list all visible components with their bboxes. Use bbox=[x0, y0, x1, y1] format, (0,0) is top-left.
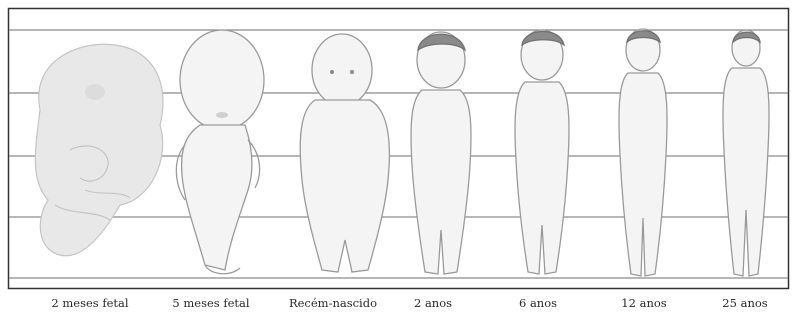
stage-labels: 2 meses fetal 5 meses fetal Recém-nascid… bbox=[8, 296, 788, 318]
figure-2-years bbox=[411, 32, 471, 274]
stage-label: 2 anos bbox=[378, 296, 488, 310]
stage-label: 5 meses fetal bbox=[156, 296, 266, 310]
stage-label: 2 meses fetal bbox=[35, 296, 145, 310]
stage-label: 12 anos bbox=[589, 296, 699, 310]
stage-label: 25 anos bbox=[690, 296, 799, 310]
stage-label: 6 anos bbox=[483, 296, 593, 310]
stage-label: Recém-nascido bbox=[278, 296, 388, 310]
